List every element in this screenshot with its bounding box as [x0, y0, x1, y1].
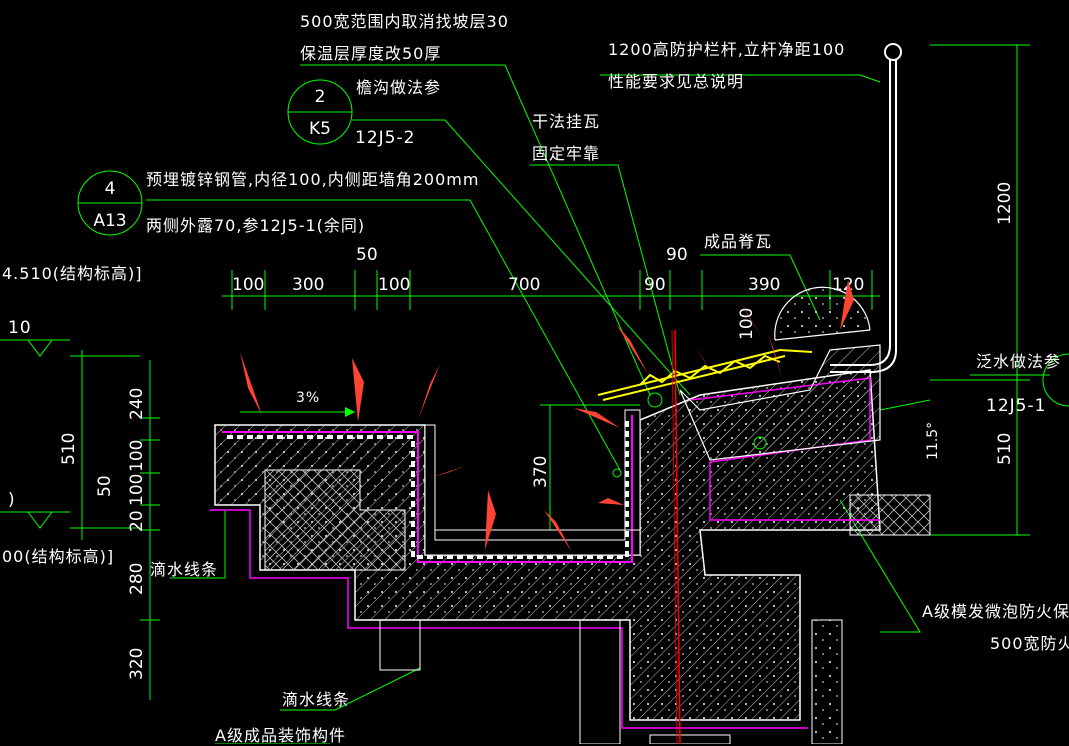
insulation-note: A级模发微泡防火保温 — [922, 602, 1069, 621]
markup-arrow — [485, 490, 496, 550]
railing-note-line1: 1200高防护栏杆,立杆净距100 — [608, 40, 846, 59]
dim-390: 390 — [748, 275, 781, 295]
flashing-ref-note: 泛水做法参 — [976, 352, 1062, 371]
dim-50: 50 — [356, 245, 378, 265]
flashing-ref-code: 12J5-1 — [986, 396, 1047, 416]
decor-note: A级成品装饰构件 — [215, 726, 346, 745]
markup-arrow — [430, 466, 465, 478]
bubble-2-top: 2 — [314, 87, 326, 107]
dim-300: 300 — [292, 275, 325, 295]
markup-arrow — [768, 334, 782, 378]
leader-lines — [77, 64, 1069, 744]
level-bottom-label: 00(结构标高)] — [2, 547, 115, 566]
bubble-4-bottom: A13 — [93, 211, 127, 231]
axis-line — [674, 329, 681, 744]
railing-note-line2: 性能要求见总说明 — [608, 72, 745, 91]
dim-700: 700 — [508, 275, 541, 295]
concrete-section — [210, 344, 931, 744]
dim-100a: 100 — [232, 275, 265, 295]
markup-arrow — [574, 408, 620, 428]
markup-arrow — [616, 324, 648, 374]
drip-note-1: 滴水线条 — [150, 560, 219, 579]
markup-arrow — [544, 510, 572, 552]
bubble-2-bottom: K5 — [309, 119, 331, 139]
level-10-label: 10 — [8, 318, 32, 338]
markup-arrow — [696, 346, 720, 390]
bubble-4-top: 4 — [104, 179, 116, 199]
dim-90b: 90 — [666, 245, 688, 265]
markup-arrow — [418, 364, 440, 420]
top-dimension-chain — [0, 44, 1030, 700]
dim-100b: 100 — [378, 275, 411, 295]
firebreak-note: 500宽防火 — [990, 634, 1069, 653]
markup-arrow — [240, 352, 262, 415]
pipe-note-line2: 两侧外露70,参12J5-1(余同) — [146, 216, 366, 235]
gutter-ref-note: 檐沟做法参 — [356, 78, 442, 97]
roof-tiles — [597, 348, 813, 401]
paren-label: ) — [8, 490, 16, 510]
dry-tile-note-line1: 干法挂瓦 — [532, 112, 601, 131]
pipe-note-line1: 预埋镀锌钢管,内径100,内侧距墙角200mm — [146, 170, 480, 189]
dim-90a: 90 — [644, 275, 666, 295]
ridge-tile-note: 成品脊瓦 — [704, 232, 773, 251]
scope-note-line1: 500宽范围内取消找坡层30 — [300, 12, 509, 31]
railing — [830, 43, 902, 373]
markup-arrow — [740, 302, 762, 338]
level-top-label: 4.510(结构标高)] — [2, 264, 143, 283]
markup-arrow — [598, 498, 624, 505]
slope-percent: 3% — [296, 390, 321, 406]
markup-arrow — [352, 358, 364, 422]
markup-arrow — [840, 280, 854, 330]
scope-note-line2: 保温层厚度改50厚 — [300, 44, 442, 63]
drip-note-2: 滴水线条 — [282, 690, 351, 709]
dry-tile-note-line2: 固定牢靠 — [532, 144, 601, 163]
gutter-ref-code: 12J5-2 — [355, 128, 416, 148]
